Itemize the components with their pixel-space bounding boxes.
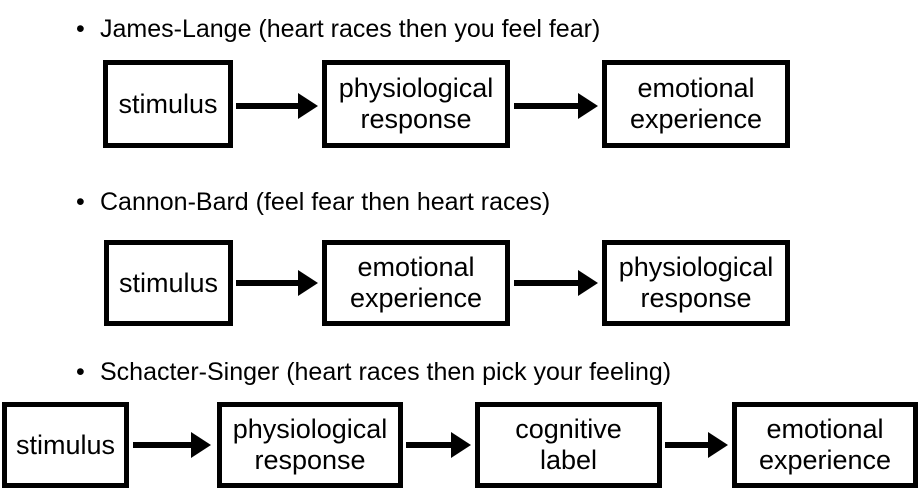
section-heading-schacter-singer: • Schacter-Singer (heart races then pick…	[76, 357, 671, 387]
arrow-head	[451, 432, 471, 458]
arrow-head	[191, 432, 211, 458]
arrow-right-icon	[236, 93, 318, 119]
arrow-right-icon	[133, 432, 211, 458]
flow-box-label: emotional experience	[349, 252, 483, 313]
section-title: Schacter-Singer (heart races then pick y…	[100, 358, 672, 386]
section-title: James-Lange (heart races then you feel f…	[100, 15, 601, 43]
flow-box-emotional-experience: emotional experience	[602, 60, 790, 148]
section-heading-cannon-bard: • Cannon-Bard (feel fear then heart race…	[76, 187, 550, 217]
flow-box-physiological-response: physiological response	[217, 402, 403, 488]
flow-box-label: physiological response	[338, 73, 494, 134]
flow-box-stimulus: stimulus	[103, 60, 233, 148]
flow-box-label: cognitive label	[515, 414, 622, 475]
flow-box-label: emotional experience	[629, 73, 763, 134]
arrow-right-icon	[406, 432, 471, 458]
flow-box-stimulus: stimulus	[104, 240, 233, 326]
arrow-head	[298, 93, 318, 119]
flow-box-cognitive-label: cognitive label	[475, 402, 662, 488]
arrow-shaft	[665, 442, 708, 448]
arrow-head	[708, 432, 728, 458]
bullet-icon: •	[76, 15, 85, 43]
flow-box-physiological-response: physiological response	[322, 60, 510, 148]
arrow-head	[578, 270, 598, 296]
flow-box-label: stimulus	[15, 429, 116, 460]
flow-box-stimulus: stimulus	[2, 402, 129, 488]
flow-box-label: stimulus	[118, 88, 218, 119]
arrow-right-icon	[514, 93, 598, 119]
section-title: Cannon-Bard (feel fear then heart races)	[100, 188, 551, 216]
flow-box-label: stimulus	[118, 267, 219, 298]
arrow-right-icon	[665, 432, 728, 458]
section-heading-james-lange: • James-Lange (heart races then you feel…	[76, 14, 600, 44]
flow-box-label: physiological response	[618, 252, 774, 313]
arrow-head	[298, 270, 318, 296]
flow-box-emotional-experience: emotional experience	[732, 402, 918, 488]
arrow-shaft	[514, 103, 578, 109]
flow-box-emotional-experience: emotional experience	[322, 240, 510, 326]
flow-box-physiological-response: physiological response	[602, 240, 790, 326]
bullet-icon: •	[76, 358, 85, 386]
flow-box-label: physiological response	[232, 414, 388, 475]
arrow-shaft	[236, 103, 298, 109]
bullet-icon: •	[76, 188, 85, 216]
arrow-shaft	[133, 442, 191, 448]
arrow-right-icon	[236, 270, 318, 296]
arrow-head	[578, 93, 598, 119]
flow-box-label: emotional experience	[758, 414, 892, 475]
arrow-shaft	[236, 280, 298, 286]
arrow-shaft	[406, 442, 451, 448]
arrow-shaft	[514, 280, 578, 286]
arrow-right-icon	[514, 270, 598, 296]
